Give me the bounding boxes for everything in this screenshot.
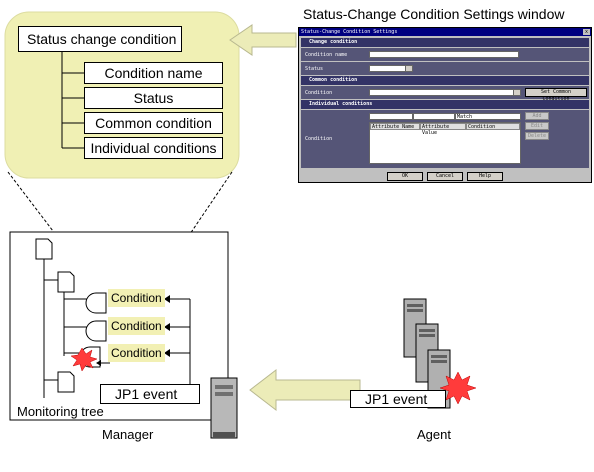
tree-child-condition-name: Condition name — [84, 62, 223, 84]
condition-label-3: Condition — [108, 344, 165, 362]
window-title: Status-Change Condition Settings — [301, 29, 398, 35]
manager-server-icon — [210, 377, 238, 439]
zoom-line-right — [151, 171, 233, 291]
tree-node-icons — [35, 238, 75, 393]
help-button[interactable]: Help — [467, 172, 503, 181]
condition-name-input[interactable] — [369, 51, 519, 58]
edit-button[interactable]: Edit — [525, 122, 549, 130]
tree-child-common-condition: Common condition — [84, 112, 223, 134]
common-condition-label: Condition — [305, 90, 333, 96]
condition-name-label: Condition name — [305, 52, 348, 58]
monitoring-tree-label: Monitoring tree — [17, 404, 104, 419]
conditions-list[interactable]: Attribute Name Attribute Value Condition — [369, 122, 521, 164]
section-common-condition: Common condition — [301, 76, 589, 85]
section-change-condition: Change condition — [301, 38, 589, 47]
value-input[interactable] — [413, 113, 455, 120]
window-title-bar: Status-Change Condition Settings x — [299, 28, 591, 36]
tree-root-box: Status change condition — [18, 26, 182, 52]
agent-label: Agent — [417, 427, 451, 442]
manager-label: Manager — [102, 427, 154, 442]
tree-child-individual-conditions: Individual conditions — [84, 137, 223, 159]
add-button[interactable]: Add — [525, 112, 549, 120]
condition-label-1: Condition — [108, 289, 165, 307]
close-icon[interactable]: x — [583, 29, 590, 35]
agent-jp1-event-box: JP1 event — [350, 390, 446, 408]
delete-button[interactable]: Delete — [525, 132, 549, 140]
section-individual-conditions: Individual conditions — [301, 100, 589, 109]
manager-jp1-event-box: JP1 event — [100, 384, 200, 404]
chevron-down-icon[interactable] — [405, 65, 413, 72]
event-arrowheads — [164, 295, 170, 357]
agent-alert-icon — [439, 371, 477, 405]
set-common-condition-button[interactable]: Set Common Condition — [525, 88, 587, 102]
condition-label-2: Condition — [108, 317, 165, 335]
tree-alert-icon — [70, 347, 98, 372]
column-header-condition[interactable]: Condition — [466, 123, 520, 130]
row-individual-conditions: Condition Match Add Edit Delete Attribut… — [301, 110, 589, 168]
chevron-down-icon[interactable] — [513, 89, 521, 96]
arrow-window-to-tree — [229, 24, 297, 56]
monitoring-tree-lines — [43, 257, 90, 398]
match-select[interactable]: Match — [455, 113, 521, 120]
individual-condition-label: Condition — [305, 136, 333, 142]
status-change-settings-window: Status-Change Condition Settings x Chang… — [298, 27, 592, 183]
tree-child-status: Status — [84, 87, 223, 109]
common-condition-select[interactable] — [369, 89, 521, 96]
column-header-attribute-value[interactable]: Attribute Value — [420, 123, 466, 136]
cancel-button[interactable]: Cancel — [427, 172, 463, 181]
attribute-select[interactable] — [369, 113, 413, 120]
status-label: Status — [305, 66, 324, 72]
column-header-attribute-name[interactable]: Attribute Name — [370, 123, 420, 130]
window-caption: Status-Change Condition Settings window — [303, 6, 565, 22]
arrow-agent-to-manager — [249, 368, 361, 412]
row-condition-name: Condition name — [301, 48, 589, 61]
row-status: Status — [301, 62, 589, 75]
tree-connectors — [61, 50, 84, 149]
ok-button[interactable]: OK — [387, 172, 423, 181]
row-common-condition: Condition Set Common Condition — [301, 86, 589, 102]
